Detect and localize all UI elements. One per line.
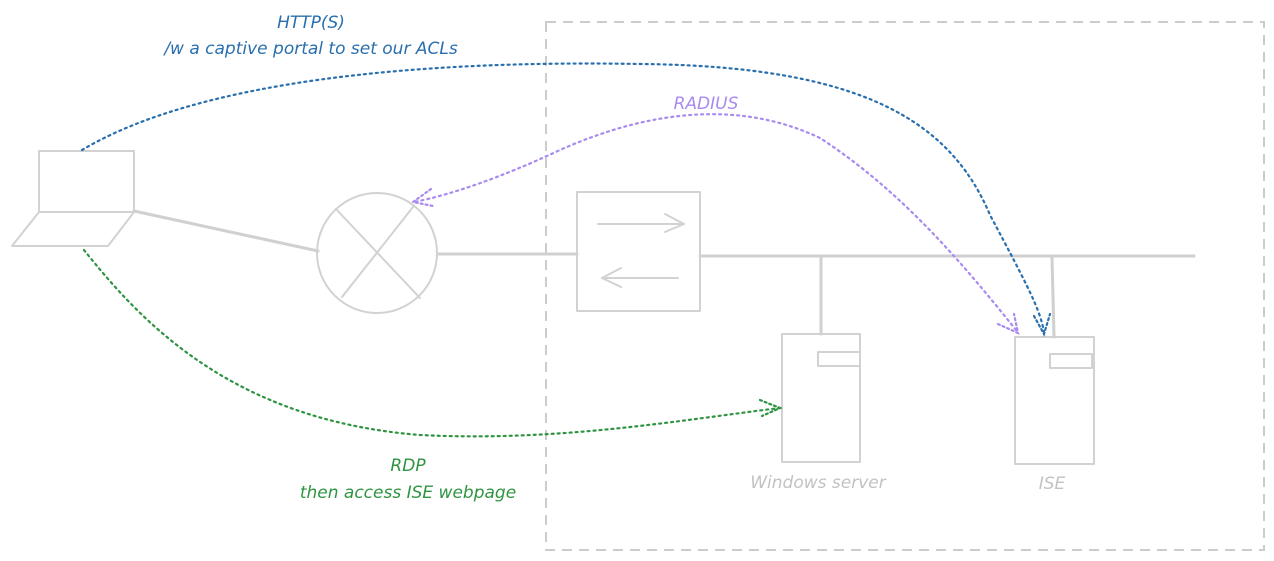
laptop-icon <box>11 150 135 247</box>
rdp-arrowhead <box>758 398 783 418</box>
switch-icon <box>576 191 701 312</box>
laptop-router-link <box>132 209 320 253</box>
http-arrowhead <box>1032 312 1052 337</box>
http-subtitle-label: /w a captive portal to set our ACLs <box>162 39 458 59</box>
rdp-title-label: RDP <box>390 456 426 476</box>
network-boundary <box>545 21 1265 551</box>
http-title-label: HTTP(S) <box>277 13 345 33</box>
radius-label: RADIUS <box>674 94 739 114</box>
rdp-subtitle-label: then access ISE webpage <box>300 483 516 503</box>
router-icon <box>316 192 438 314</box>
radius-flow-line <box>412 113 1018 332</box>
windows-server-caption: Windows server <box>750 473 886 493</box>
radius-arrowhead-router <box>410 187 435 208</box>
ise-caption: ISE <box>1039 474 1066 494</box>
rdp-flow-line <box>82 248 782 438</box>
ise-server-icon <box>1014 336 1095 465</box>
http-flow-line <box>80 62 1046 334</box>
ise-drop <box>1050 255 1056 339</box>
windows-server-icon <box>781 333 861 463</box>
radius-arrowhead-ise <box>996 312 1020 335</box>
